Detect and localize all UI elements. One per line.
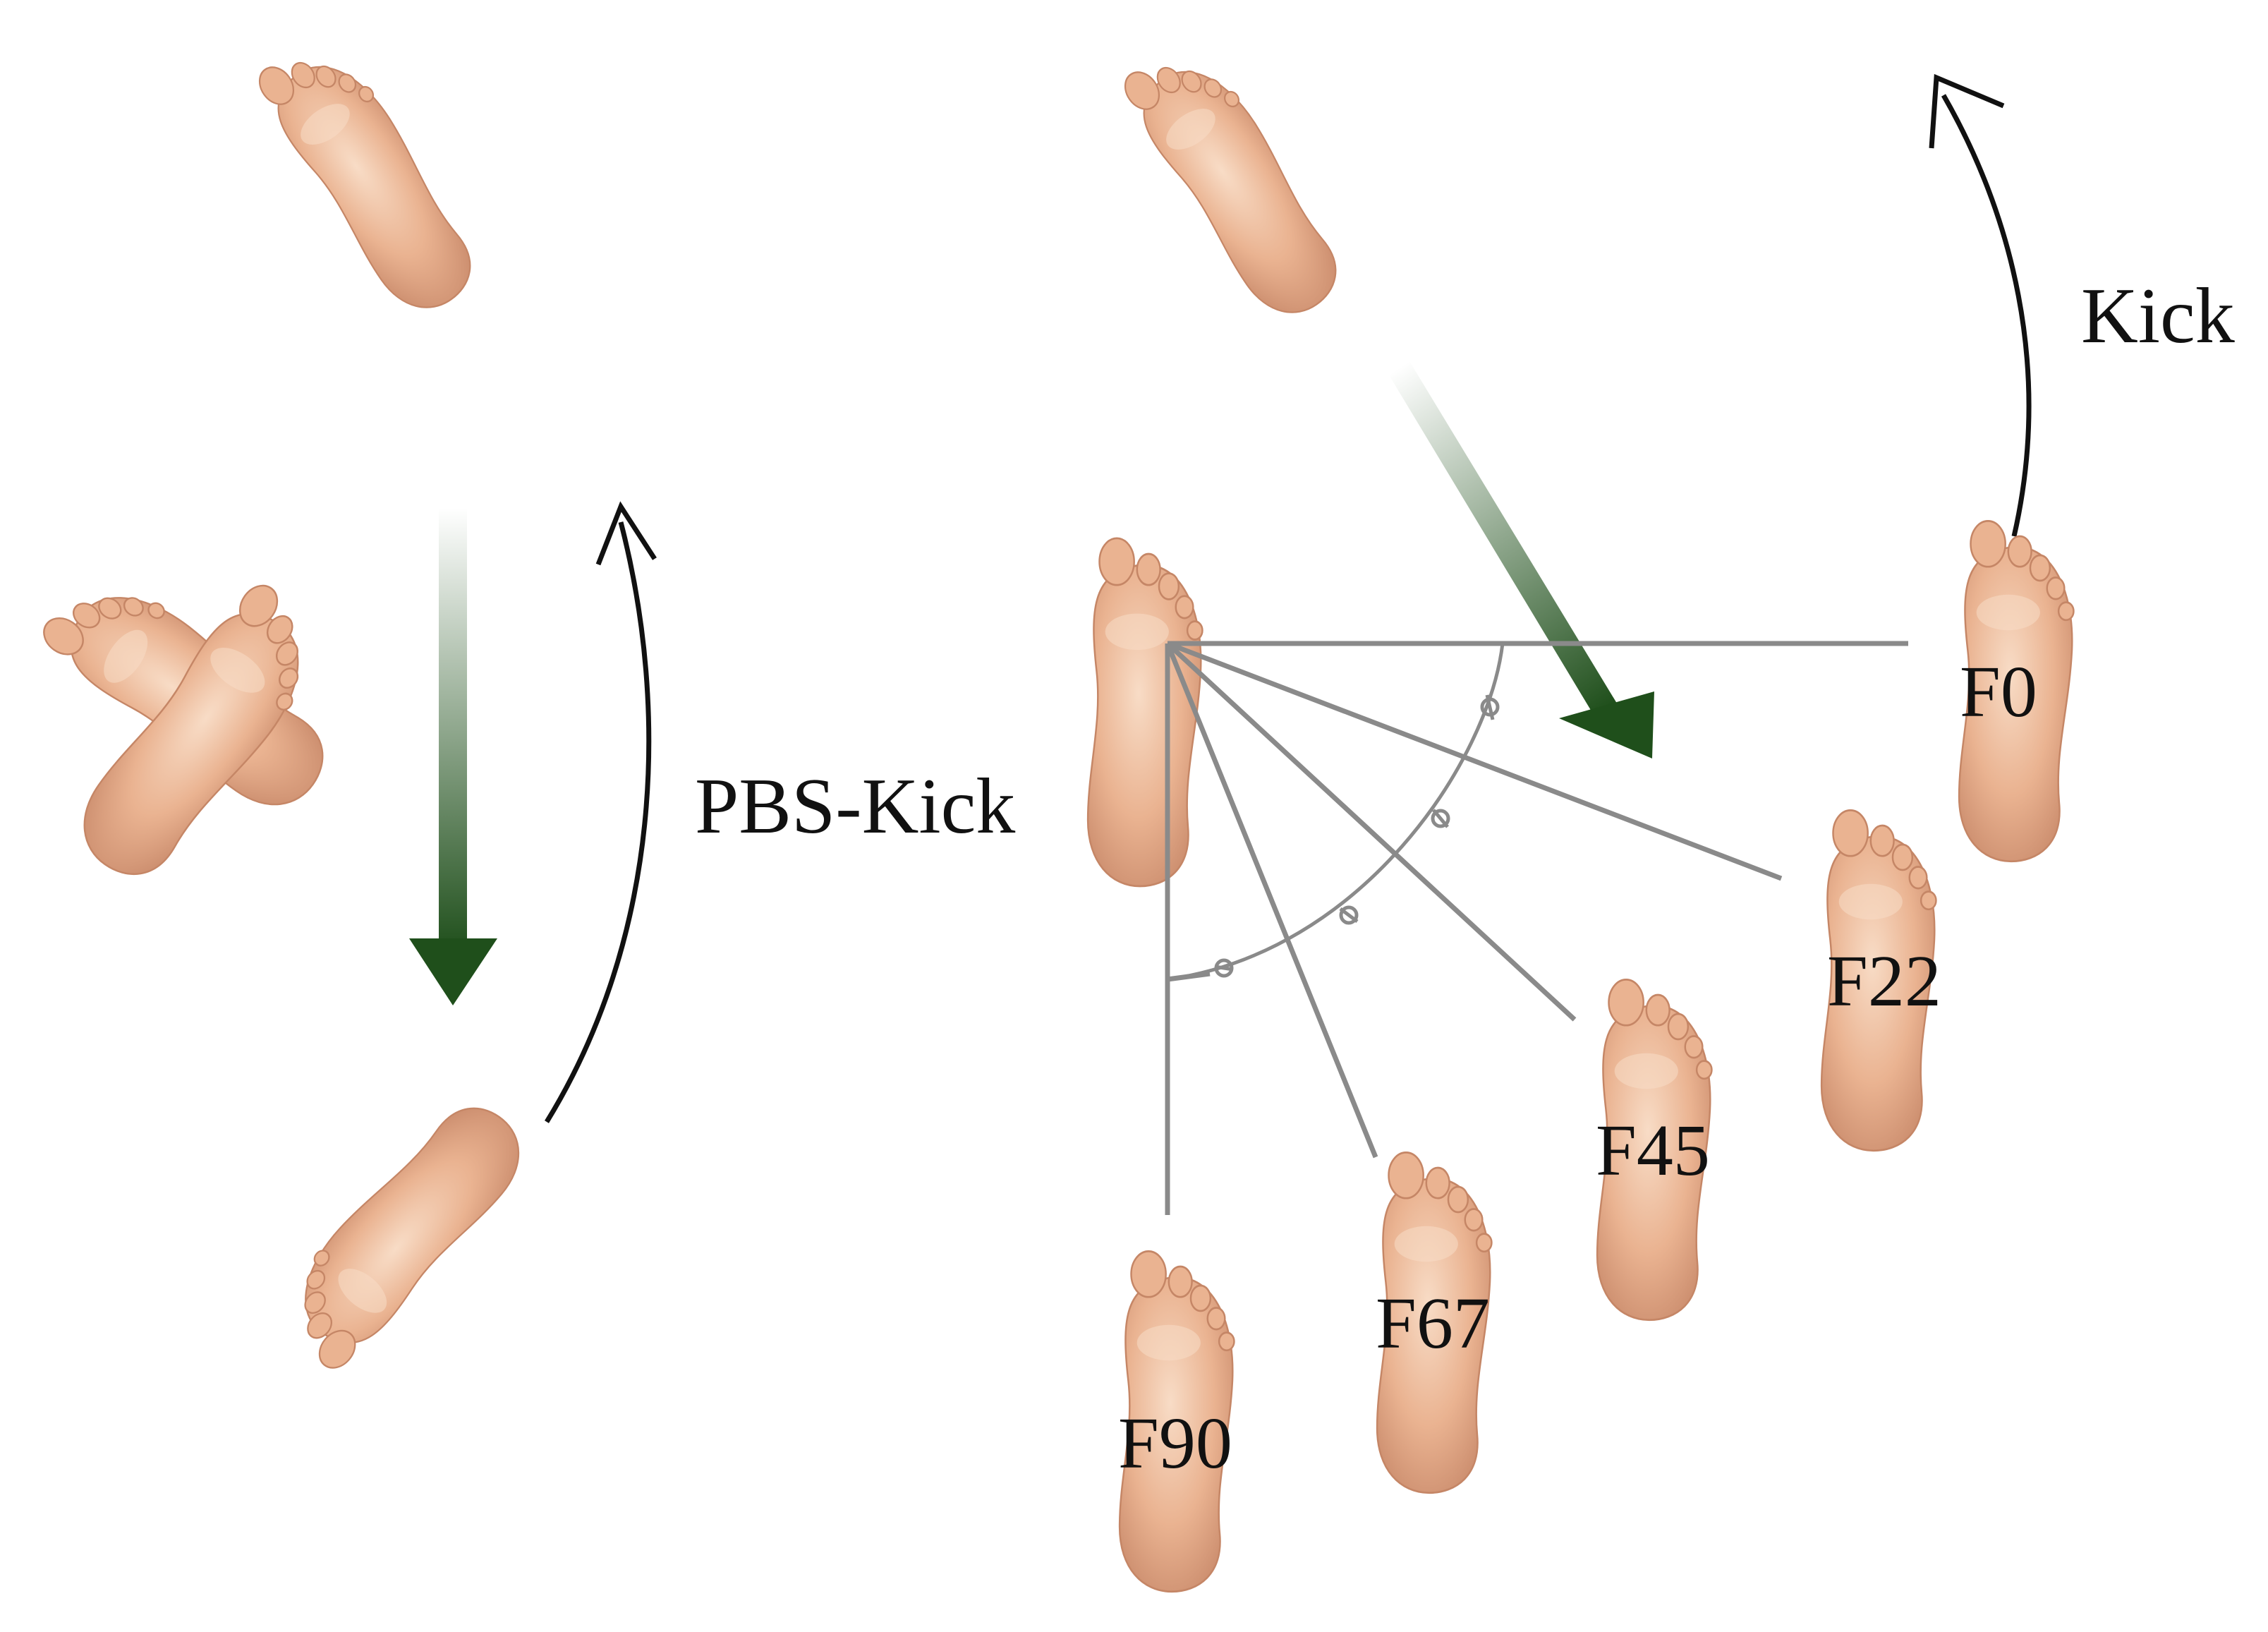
- f45-label: F45: [1596, 1110, 1710, 1191]
- curved-arrow-icon-right: [1929, 73, 2032, 537]
- pbs-kick-label: PBS-Kick: [695, 763, 1015, 850]
- kick-label: Kick: [2081, 272, 2235, 360]
- foot-sole-icon-top-left: [243, 25, 497, 327]
- foot-sole-icon-pivot: [1086, 537, 1203, 888]
- f90-label: F90: [1118, 1403, 1232, 1484]
- curved-arrow-icon-left: [545, 501, 657, 1123]
- f67-label: F67: [1376, 1283, 1490, 1364]
- angle-lines: [1165, 641, 1908, 1215]
- down-arrow-icon-left: [409, 508, 497, 1005]
- f0-label: F0: [1960, 651, 2037, 732]
- angle-arc: [1167, 643, 1505, 981]
- down-arrow-icon-right: [1388, 361, 1654, 758]
- foot-sole-icon-bottom-left: [264, 1082, 540, 1383]
- f22-label: F22: [1827, 941, 1941, 1022]
- foot-sole-icon-top-right: [1109, 30, 1363, 332]
